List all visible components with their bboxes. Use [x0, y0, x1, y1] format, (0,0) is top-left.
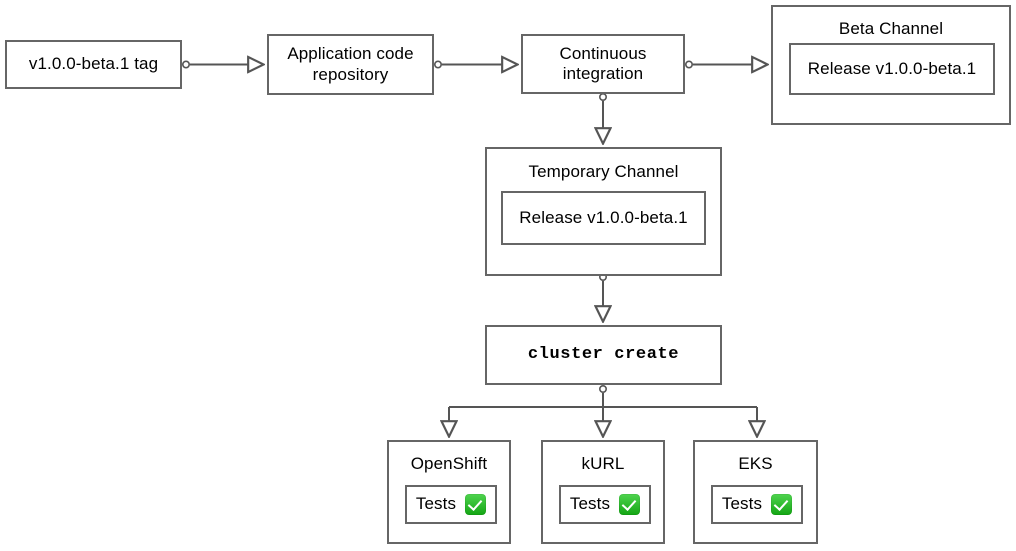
node-temporary-channel-title: Temporary Channel [528, 162, 679, 181]
node-kurl-title: kURL [581, 454, 625, 473]
edge-source-dot [598, 93, 607, 102]
node-tag-label: v1.0.0-beta.1 tag [28, 54, 159, 74]
node-temporary-channel-release-label: Release v1.0.0-beta.1 [519, 207, 688, 227]
edge-source-dot [182, 60, 191, 69]
node-tag[interactable]: v1.0.0-beta.1 tag [5, 40, 182, 89]
node-beta-channel[interactable]: Beta Channel Release v1.0.0-beta.1 [771, 5, 1011, 125]
node-openshift-title: OpenShift [410, 454, 488, 473]
node-kurl[interactable]: kURL Tests [541, 440, 665, 544]
node-eks-title: EKS [738, 454, 773, 473]
node-application-code-repository-label: Application code repository [287, 44, 414, 84]
node-openshift-tests[interactable]: Tests [405, 485, 497, 524]
node-kurl-tests-label: Tests [569, 494, 611, 514]
node-temporary-channel[interactable]: Temporary Channel Release v1.0.0-beta.1 [485, 147, 722, 276]
node-beta-channel-release[interactable]: Release v1.0.0-beta.1 [789, 43, 995, 95]
node-temporary-channel-release[interactable]: Release v1.0.0-beta.1 [501, 191, 706, 245]
edge-cluster-create-bus [448, 393, 758, 420]
tests-row: Tests [415, 494, 487, 515]
edge-source-dot [598, 384, 607, 393]
node-kurl-tests[interactable]: Tests [559, 485, 651, 524]
node-openshift-tests-label: Tests [415, 494, 457, 514]
node-continuous-integration-label: Continuous integration [559, 43, 647, 83]
check-mark-icon [619, 494, 641, 515]
node-cluster-create[interactable]: cluster create [485, 325, 722, 385]
node-application-code-repository[interactable]: Application code repository [267, 34, 434, 95]
node-beta-channel-release-label: Release v1.0.0-beta.1 [807, 58, 977, 78]
node-beta-channel-title: Beta Channel [838, 19, 944, 38]
node-cluster-create-label: cluster create [527, 344, 680, 364]
node-openshift[interactable]: OpenShift Tests [387, 440, 511, 544]
node-eks[interactable]: EKS Tests [693, 440, 818, 544]
edge-source-dot [684, 60, 693, 69]
node-eks-tests-label: Tests [721, 494, 763, 514]
tests-row: Tests [569, 494, 641, 515]
edge-source-dot [433, 60, 442, 69]
check-mark-icon [771, 494, 793, 515]
node-eks-tests[interactable]: Tests [711, 485, 803, 524]
tests-row: Tests [721, 494, 793, 515]
node-continuous-integration[interactable]: Continuous integration [521, 34, 685, 94]
check-mark-icon [465, 494, 487, 515]
